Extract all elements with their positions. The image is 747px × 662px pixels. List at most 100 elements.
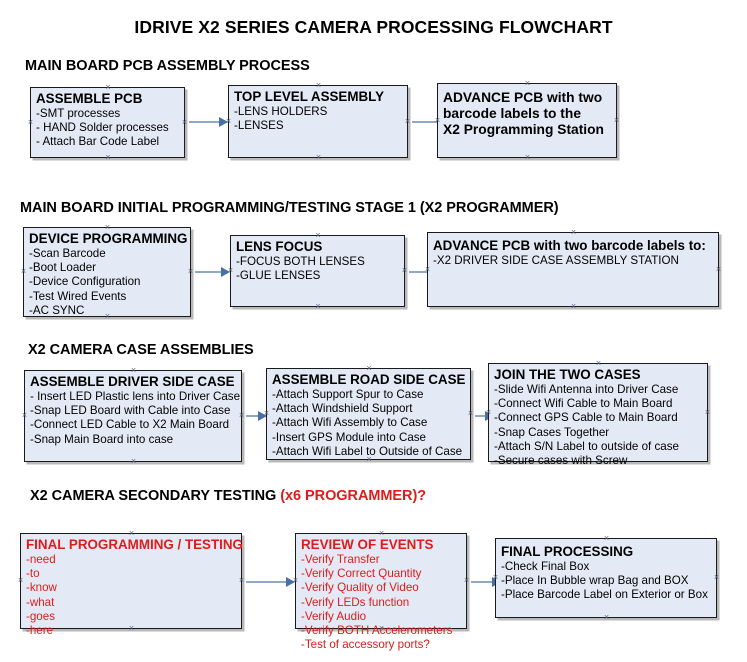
connection-handle-right[interactable]: [187, 268, 194, 275]
connection-handle-top[interactable]: [524, 80, 531, 87]
node-top-level-assembly[interactable]: TOP LEVEL ASSEMBLY -LENS HOLDERS -LENSES: [228, 85, 408, 158]
node-assemble-pcb[interactable]: ASSEMBLE PCB -SMT processes - HAND Solde…: [30, 87, 185, 158]
node-assemble-driver-side-case[interactable]: ASSEMBLE DRIVER SIDE CASE - Insert LED P…: [24, 370, 242, 462]
connection-handle-top[interactable]: [366, 365, 373, 372]
node-assemble-road-side-case[interactable]: ASSEMBLE ROAD SIDE CASE -Attach Support …: [266, 368, 471, 460]
node-device-programming[interactable]: DEVICE PROGRAMMING -Scan Barcode -Boot L…: [23, 227, 191, 317]
node-assemble-pcb-line-1: - HAND Solder processes: [36, 121, 169, 135]
node-lens-focus-line-0: -FOCUS BOTH LENSES: [236, 255, 365, 268]
connection-handle-right[interactable]: [704, 409, 711, 416]
node-device-programming-head: DEVICE PROGRAMMING: [29, 231, 188, 246]
connection-handle-left[interactable]: [21, 412, 28, 419]
node-final-programming-testing-line-3: -what: [26, 595, 55, 609]
connection-handle-right[interactable]: [715, 266, 722, 273]
node-top-level-assembly-line-0: -LENS HOLDERS: [234, 105, 328, 118]
connection-handle-top[interactable]: [130, 367, 137, 374]
connection-handle-right[interactable]: [467, 410, 474, 417]
node-review-of-events-line-0: -Verify Transfer: [301, 553, 380, 566]
connection-handle-right[interactable]: [238, 577, 245, 584]
node-device-programming-line-4: -AC SYNC: [29, 303, 85, 317]
connection-handle-bottom[interactable]: [603, 614, 610, 621]
connection-handle-left[interactable]: [225, 118, 232, 125]
connection-handle-bottom[interactable]: [366, 456, 373, 463]
node-assemble-pcb-head: ASSEMBLE PCB: [36, 91, 143, 106]
node-advance-pcb-stage2-line-0: -X2 DRIVER SIDE CASE ASSEMBLY STATION: [433, 254, 679, 267]
connection-handle-top[interactable]: [595, 360, 602, 367]
connection-handle-top[interactable]: [378, 530, 385, 537]
connection-handle-right[interactable]: [463, 577, 470, 584]
connection-handle-top[interactable]: [315, 232, 322, 239]
node-review-of-events-head: REVIEW OF EVENTS: [301, 537, 434, 552]
connection-handle-bottom[interactable]: [104, 313, 111, 320]
node-device-programming-line-1: -Boot Loader: [29, 261, 97, 275]
section-header-1: MAIN BOARD PCB ASSEMBLY PROCESS: [25, 58, 310, 74]
node-device-programming-line-3: -Test Wired Events: [29, 289, 127, 303]
node-advance-pcb-stage1[interactable]: ADVANCE PCB with two barcode labels to t…: [437, 83, 617, 158]
node-final-programming-testing-line-1: -to: [26, 567, 40, 581]
node-final-processing-line-0: -Check Final Box: [501, 560, 590, 573]
node-final-processing[interactable]: FINAL PROCESSING -Check Final Box -Place…: [495, 538, 717, 618]
connection-handle-left[interactable]: [292, 577, 299, 584]
node-assemble-road-side-case-line-4: -Attach Wifi Label to Outside of Case: [272, 444, 463, 458]
node-join-the-two-cases-line-0: -Slide Wifi Antenna into Driver Case: [494, 383, 679, 396]
connection-handle-left[interactable]: [492, 574, 499, 581]
connection-handle-right[interactable]: [181, 119, 188, 126]
node-join-the-two-cases-head: JOIN THE TWO CASES: [494, 367, 641, 382]
node-join-the-two-cases-line-3: -Snap Cases Together: [494, 425, 610, 439]
connection-handle-top[interactable]: [603, 535, 610, 542]
connection-handle-left[interactable]: [227, 267, 234, 274]
node-review-of-events[interactable]: REVIEW OF EVENTS -Verify Transfer -Verif…: [292, 530, 470, 651]
node-assemble-road-side-case-head: ASSEMBLE ROAD SIDE CASE: [272, 372, 466, 387]
connection-handle-right[interactable]: [613, 117, 620, 124]
connection-handle-bottom[interactable]: [128, 625, 135, 632]
connection-handle-right[interactable]: [401, 267, 408, 274]
connection-handle-bottom[interactable]: [570, 303, 577, 310]
node-assemble-road-side-case-line-1: -Attach Windshield Support: [272, 402, 413, 416]
connection-handle-bottom[interactable]: [130, 458, 137, 465]
page-title: IDRIVE X2 SERIES CAMERA PROCESSING FLOWC…: [134, 17, 613, 37]
node-join-the-two-cases-line-2: -Connect GPS Cable to Main Board: [494, 411, 678, 425]
node-advance-pcb-stage2[interactable]: ADVANCE PCB with two barcode labels to: …: [427, 232, 719, 307]
connection-handle-right[interactable]: [404, 118, 411, 125]
node-assemble-driver-side-case-line-3: -Snap Main Board into case: [30, 432, 174, 446]
node-assemble-driver-side-case-line-2: -Connect LED Cable to X2 Main Board: [30, 418, 230, 432]
connection-handle-top[interactable]: [128, 530, 135, 537]
connection-handle-left[interactable]: [20, 268, 27, 275]
node-final-programming-testing-head: FINAL PROGRAMMING / TESTING: [26, 537, 243, 552]
connection-handle-left[interactable]: [17, 577, 24, 584]
connection-handle-left[interactable]: [263, 410, 270, 417]
connection-handle-top[interactable]: [105, 84, 112, 91]
node-final-processing-head: FINAL PROCESSING: [501, 544, 634, 559]
connection-handle-top[interactable]: [315, 82, 322, 89]
connection-handle-top[interactable]: [570, 229, 577, 236]
node-advance-pcb-stage2-head: ADVANCE PCB with two barcode labels to:: [433, 238, 706, 253]
node-lens-focus[interactable]: LENS FOCUS -FOCUS BOTH LENSES -GLUE LENS…: [230, 235, 405, 307]
connection-handle-bottom[interactable]: [378, 625, 385, 632]
section-header-3: X2 CAMERA CASE ASSEMBLIES: [28, 342, 254, 358]
connection-handle-bottom[interactable]: [315, 154, 322, 161]
connection-handle-bottom[interactable]: [105, 154, 112, 161]
node-final-programming-testing-line-2: -know: [26, 581, 57, 595]
node-review-of-events-line-1: -Verify Correct Quantity: [301, 567, 422, 581]
node-device-programming-line-0: -Scan Barcode: [29, 247, 106, 260]
connection-handle-right[interactable]: [713, 574, 720, 581]
node-final-programming-testing[interactable]: FINAL PROGRAMMING / TESTING -need -to -k…: [17, 530, 245, 637]
node-final-programming-testing-line-0: -need: [26, 553, 56, 566]
connection-handle-bottom[interactable]: [595, 458, 602, 465]
connection-handle-left[interactable]: [434, 117, 441, 124]
node-assemble-road-side-case-line-0: -Attach Support Spur to Case: [272, 388, 424, 401]
arrow-assemble-pcb-to-top-level: [189, 117, 228, 127]
section-header-1-text: MAIN BOARD PCB ASSEMBLY PROCESS: [25, 58, 310, 74]
connection-handle-left[interactable]: [424, 266, 431, 273]
connection-handle-left[interactable]: [27, 119, 34, 126]
node-assemble-pcb-line-0: -SMT processes: [36, 107, 121, 120]
connection-handle-bottom[interactable]: [524, 154, 531, 161]
node-join-the-two-cases[interactable]: JOIN THE TWO CASES -Slide Wifi Antenna i…: [485, 360, 711, 467]
connection-handle-top[interactable]: [104, 224, 111, 231]
connection-handle-bottom[interactable]: [315, 303, 322, 310]
connection-handle-left[interactable]: [485, 409, 492, 416]
node-final-programming-testing-line-4: -goes: [26, 609, 56, 623]
connection-handle-right[interactable]: [238, 412, 245, 419]
node-lens-focus-line-1: -GLUE LENSES: [236, 269, 321, 283]
